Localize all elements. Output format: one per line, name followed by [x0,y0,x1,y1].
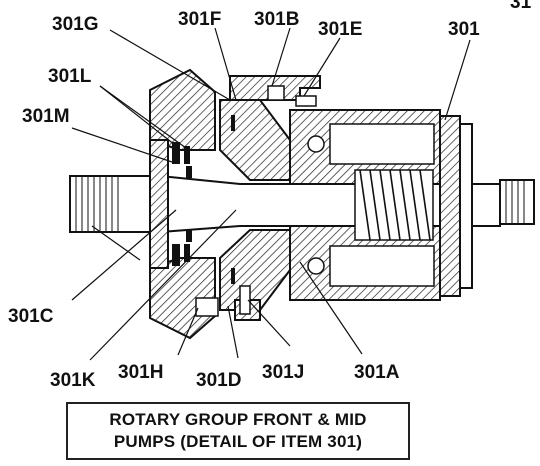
callout-301h: 301H [118,362,163,383]
port-block-bottom [195,285,261,321]
callout-301c: 301C [8,306,54,327]
rear-shaft-spline [499,179,535,225]
center-spring [354,169,434,241]
caption-box: ROTARY GROUP FRONT & MID PUMPS (DETAIL O… [66,402,410,460]
callout-301: 301 [448,19,480,40]
input-shaft-spline [69,175,163,233]
callout-301k: 301K [50,370,96,391]
callout-301g: 301G [52,14,98,35]
callout-301l: 301L [48,66,92,87]
callout-301b: 301B [254,9,299,30]
callout-301e: 301E [318,19,362,40]
swashplate [219,99,291,311]
callout-301a: 301A [354,362,400,383]
corner-label: 31 [510,0,532,13]
front-housing [149,68,216,340]
callout-301f: 301F [178,9,221,30]
callout-301m: 301M [22,106,70,127]
leader-lines [71,27,471,361]
rear-flange [439,115,473,297]
callout-301j: 301J [262,362,304,383]
caption-line-1: ROTARY GROUP FRONT & MID [109,410,367,429]
callout-301d: 301D [196,370,241,391]
shaft-seals [172,142,192,266]
caption-line-2: PUMPS (DETAIL OF ITEM 301) [113,432,363,451]
cylinder-block [289,109,441,301]
